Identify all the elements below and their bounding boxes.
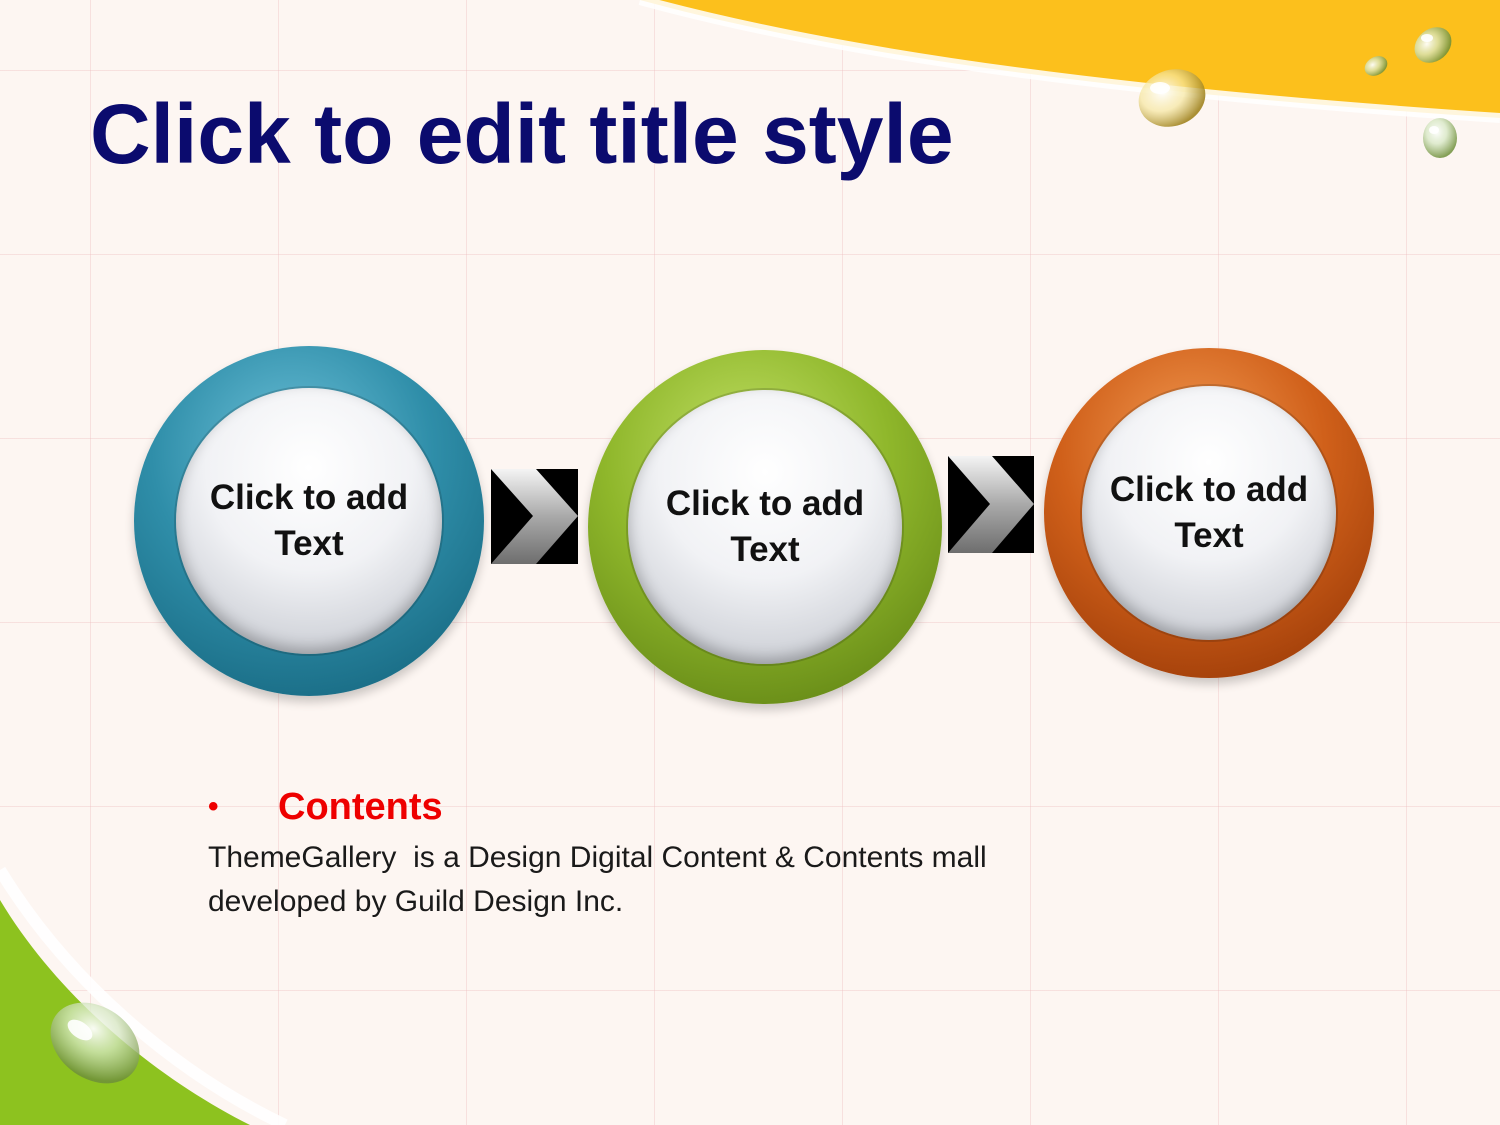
bullet-icon: • [208, 790, 219, 823]
slide-title[interactable]: Click to edit title style [90, 87, 954, 181]
water-drop-icon [1423, 118, 1457, 158]
green-swoosh [0, 900, 250, 1125]
step-circle-3-face[interactable]: Click to add Text [1082, 386, 1336, 640]
step-circle-3: Click to add Text [1044, 348, 1374, 678]
contents-body: ThemeGallery is a Design Digital Content… [208, 841, 996, 918]
step-circle-2: Click to add Text [588, 350, 942, 704]
yellow-swoosh [640, 0, 1500, 118]
contents-heading: • Contents [208, 782, 1108, 832]
step-circle-1: Click to add Text [134, 346, 484, 696]
chevron-right-icon [491, 469, 578, 564]
step-3-label: Click to add Text [1109, 470, 1309, 555]
water-drop-icon [1364, 56, 1388, 76]
water-drop-icon [1138, 69, 1206, 127]
contents-text-box[interactable]: • Contents ThemeGallery is a Design Digi… [208, 782, 1108, 924]
step-circle-2-face[interactable]: Click to add Text [628, 390, 902, 664]
contents-heading-text: Contents [278, 785, 443, 828]
step-1-label: Click to add Text [209, 478, 409, 563]
water-drop-icon [1414, 27, 1452, 63]
step-2-label: Click to add Text [665, 484, 865, 569]
water-drop-icon [50, 1002, 140, 1084]
step-circle-1-face[interactable]: Click to add Text [176, 388, 442, 654]
chevron-right-icon [948, 456, 1034, 553]
